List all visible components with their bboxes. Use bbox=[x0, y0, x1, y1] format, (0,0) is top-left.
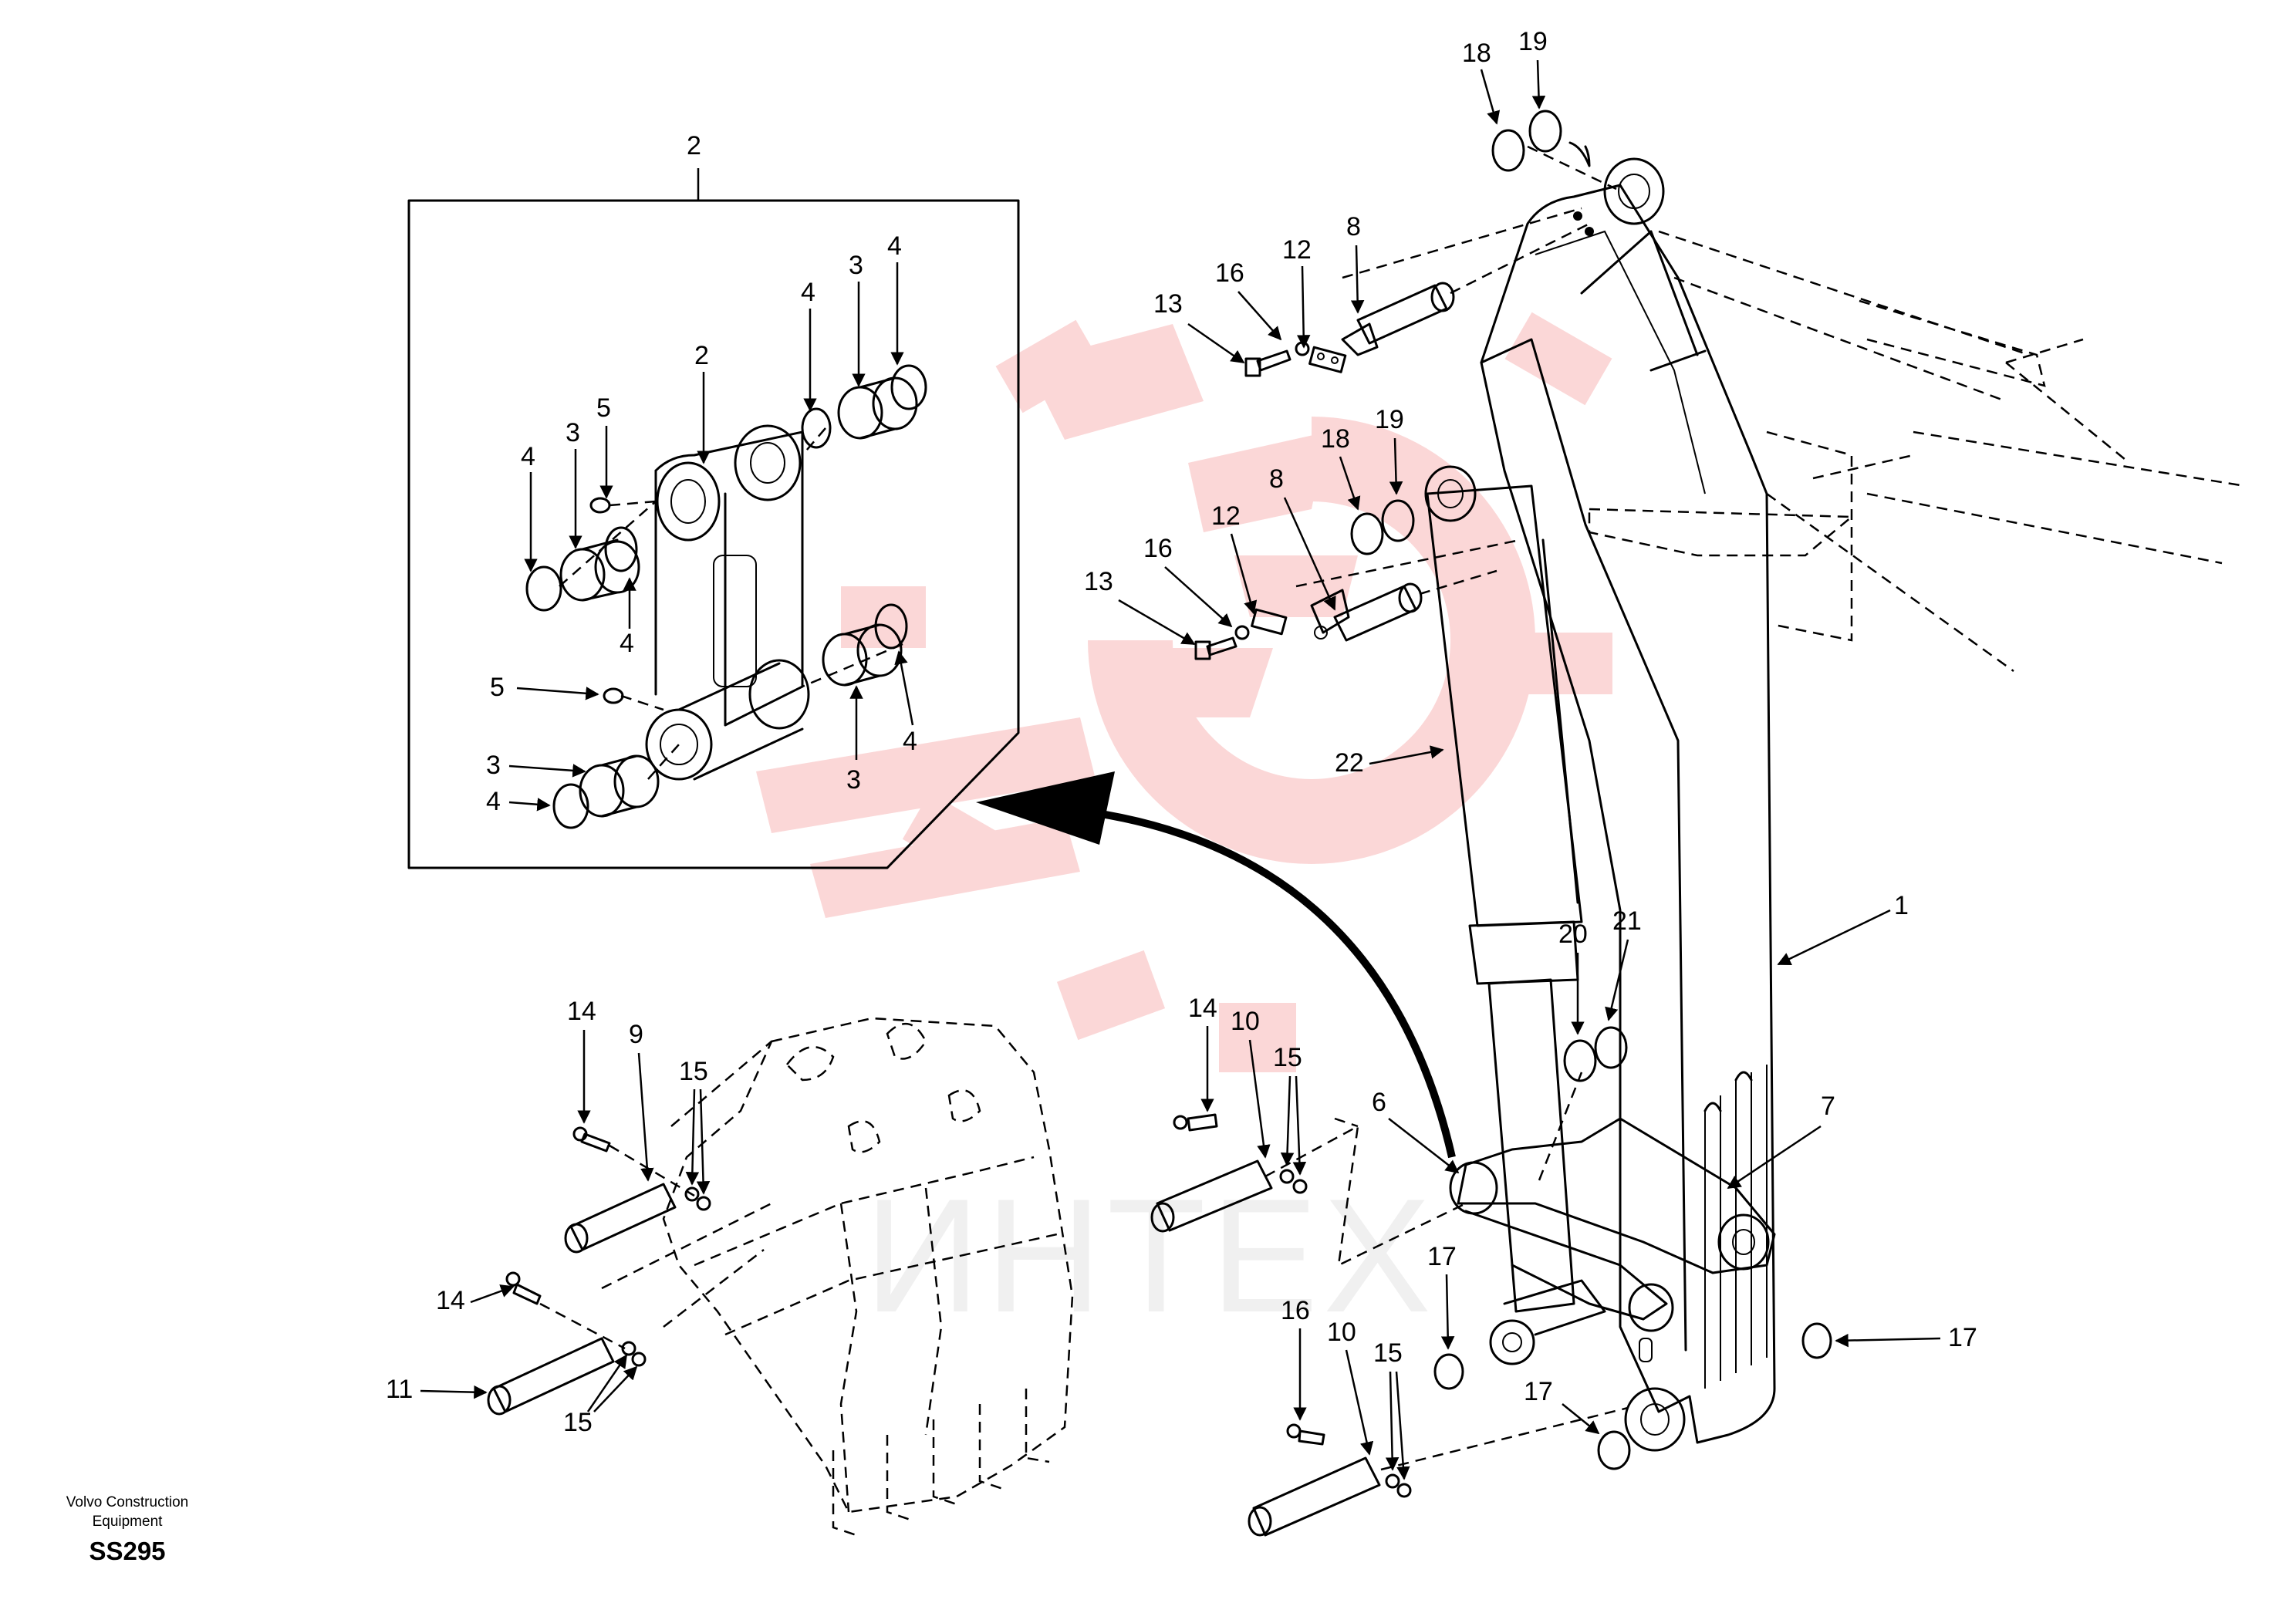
inset-bushings-seals bbox=[525, 364, 927, 829]
callout-number: 4 bbox=[620, 629, 634, 658]
callout-number: 3 bbox=[566, 418, 580, 447]
callout-number: 18 bbox=[1462, 39, 1491, 68]
callout-number: 14 bbox=[436, 1286, 465, 1315]
inset-link-body bbox=[645, 424, 810, 781]
callout-number: 4 bbox=[887, 231, 902, 261]
callout-number: 8 bbox=[1346, 212, 1361, 241]
callout-number: 14 bbox=[1188, 994, 1217, 1023]
callout-number: 19 bbox=[1375, 405, 1404, 434]
inset-callouts: 2 5 3 4 4 4 3 4 5 3 4 3 4 bbox=[486, 231, 917, 816]
callout-number: 10 bbox=[1231, 1007, 1260, 1036]
callout-number: 15 bbox=[563, 1408, 593, 1437]
callout-number: 18 bbox=[1321, 424, 1350, 454]
inset-link-assembly: 2 bbox=[407, 131, 1020, 869]
manufacturer-caption: Volvo Construction Equipment bbox=[31, 1493, 224, 1531]
callout-number: 15 bbox=[1273, 1043, 1302, 1072]
callout-number: 13 bbox=[1153, 289, 1183, 319]
arm-body bbox=[1480, 184, 1776, 1444]
seal-ring bbox=[525, 565, 562, 612]
callout-number: 16 bbox=[1215, 258, 1244, 288]
main-callouts: 18 19 8 12 16 13 18 19 8 12 16 13 22 bbox=[386, 27, 1977, 1480]
callout-number: 13 bbox=[1084, 567, 1113, 596]
manufacturer-line-2: Equipment bbox=[92, 1514, 163, 1530]
callout-number: 11 bbox=[386, 1375, 413, 1404]
callout-number: 5 bbox=[596, 393, 611, 423]
callout-number: 4 bbox=[486, 787, 501, 816]
callout-number: 15 bbox=[1373, 1338, 1403, 1368]
callout-number: 10 bbox=[1327, 1318, 1356, 1347]
arm-hardware bbox=[1150, 110, 1832, 1537]
callout-number: 3 bbox=[846, 765, 861, 795]
callout-number: 4 bbox=[903, 727, 917, 756]
callout-number: 1 bbox=[1894, 891, 1909, 920]
callout-number: 6 bbox=[1372, 1088, 1386, 1117]
callout-number: 15 bbox=[679, 1057, 708, 1086]
grease-fitting bbox=[589, 497, 611, 514]
arm-assembly: 18 19 8 12 16 13 18 19 8 12 16 13 22 bbox=[386, 27, 2246, 1537]
callout-number: 16 bbox=[1281, 1296, 1310, 1325]
arm-bottom-boss bbox=[1624, 1387, 1686, 1452]
callout-number: 21 bbox=[1612, 906, 1642, 936]
inset-frame bbox=[407, 199, 1020, 869]
bucket-cylinder bbox=[1424, 465, 1583, 1313]
manufacturer-line-1: Volvo Construction bbox=[66, 1494, 189, 1510]
callout-number: 8 bbox=[1269, 464, 1284, 494]
callout-number: 12 bbox=[1211, 501, 1241, 531]
callout-number: 22 bbox=[1335, 748, 1364, 778]
callout-number: 7 bbox=[1821, 1092, 1835, 1121]
linkage-6-7 bbox=[1449, 1117, 1776, 1365]
callout-number: 3 bbox=[849, 251, 863, 280]
callout-number: 3 bbox=[486, 751, 501, 780]
callout-number: 9 bbox=[629, 1020, 643, 1049]
callout-number: 16 bbox=[1143, 534, 1173, 563]
watermark-text: ИНТЕХ bbox=[864, 1165, 1436, 1346]
watermark-gear-logo bbox=[756, 312, 1612, 1072]
arm-top-boss bbox=[1603, 157, 1665, 225]
callout-number: 17 bbox=[1524, 1377, 1553, 1406]
callout-number: 17 bbox=[1427, 1242, 1457, 1271]
bushing bbox=[594, 540, 640, 594]
boom-outline-dashed bbox=[1295, 207, 2246, 673]
callout-number: 17 bbox=[1948, 1323, 1977, 1352]
bucket-outline bbox=[487, 1017, 1074, 1537]
callout-number: 5 bbox=[490, 673, 505, 702]
callout-number: 20 bbox=[1558, 920, 1588, 949]
callout-number: 12 bbox=[1282, 235, 1312, 265]
callout-number: 4 bbox=[521, 442, 535, 471]
sheet-code: SS295 bbox=[89, 1537, 166, 1565]
callout-number: 14 bbox=[567, 997, 596, 1026]
callout-number: 19 bbox=[1518, 27, 1548, 56]
callout-number: 4 bbox=[801, 278, 815, 307]
detail-arrow bbox=[976, 771, 1456, 1159]
callout-number: 2 bbox=[694, 341, 709, 370]
inset-label: 2 bbox=[687, 131, 701, 160]
watermark: ИНТЕХ bbox=[756, 312, 1612, 1346]
